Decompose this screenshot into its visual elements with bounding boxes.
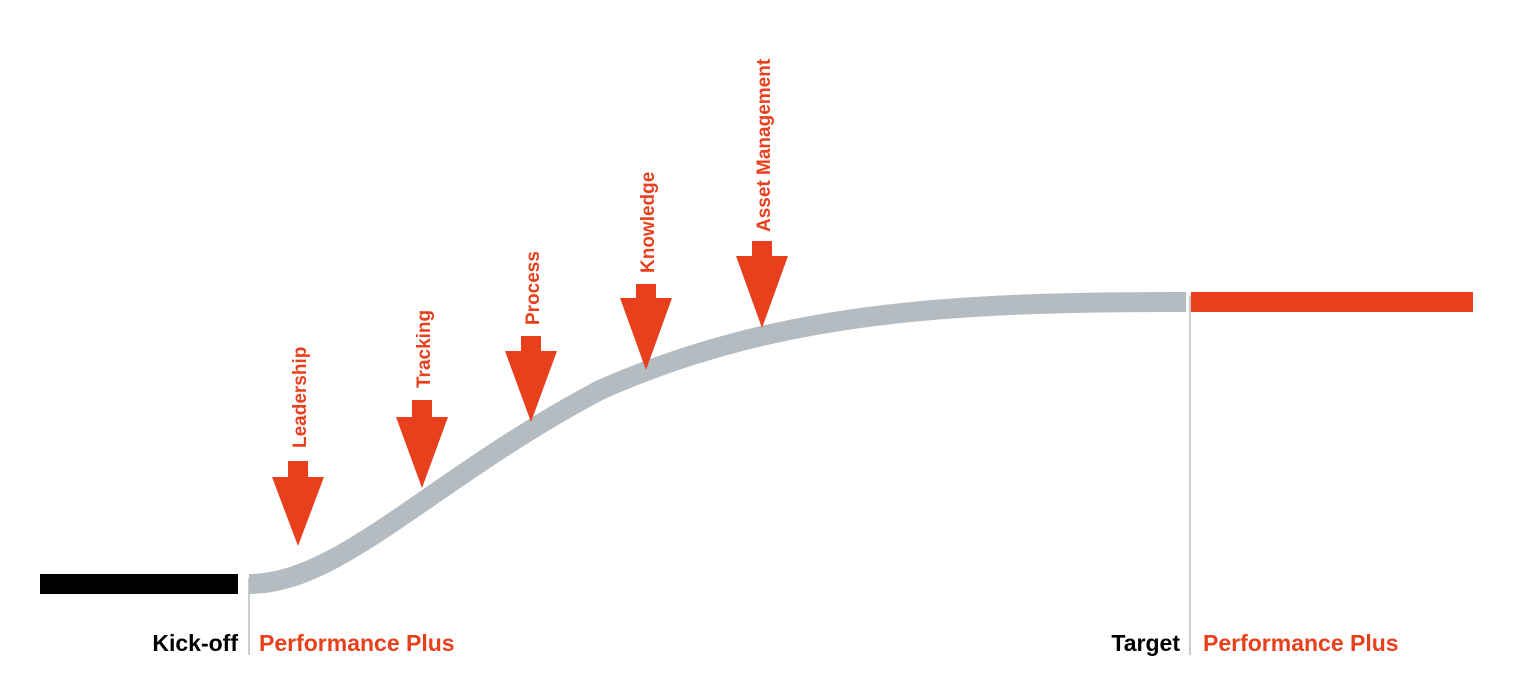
driver-asset-management: Asset Management (736, 58, 788, 328)
growth-curve (248, 292, 1187, 594)
driver-tracking: Tracking (396, 310, 448, 488)
target-label: Target (1111, 630, 1180, 656)
driver-label: Tracking (414, 310, 435, 388)
target-program-label: Performance Plus (1203, 630, 1399, 656)
driver-leadership: Leadership (272, 347, 324, 546)
down-arrow-icon (505, 336, 557, 422)
kickoff-label: Kick-off (152, 630, 238, 656)
driver-label: Knowledge (638, 172, 659, 273)
driver-label: Leadership (290, 347, 311, 448)
down-arrow-icon (620, 284, 672, 370)
baseline-bar (40, 574, 238, 594)
driver-process: Process (505, 251, 557, 422)
target-level-bar (1191, 292, 1473, 312)
down-arrow-icon (736, 241, 788, 328)
driver-label: Asset Management (754, 58, 775, 232)
driver-label: Process (523, 251, 544, 325)
down-arrow-icon (272, 461, 324, 546)
kickoff-program-label: Performance Plus (259, 630, 455, 656)
down-arrow-icon (396, 400, 448, 488)
driver-knowledge: Knowledge (620, 172, 672, 370)
